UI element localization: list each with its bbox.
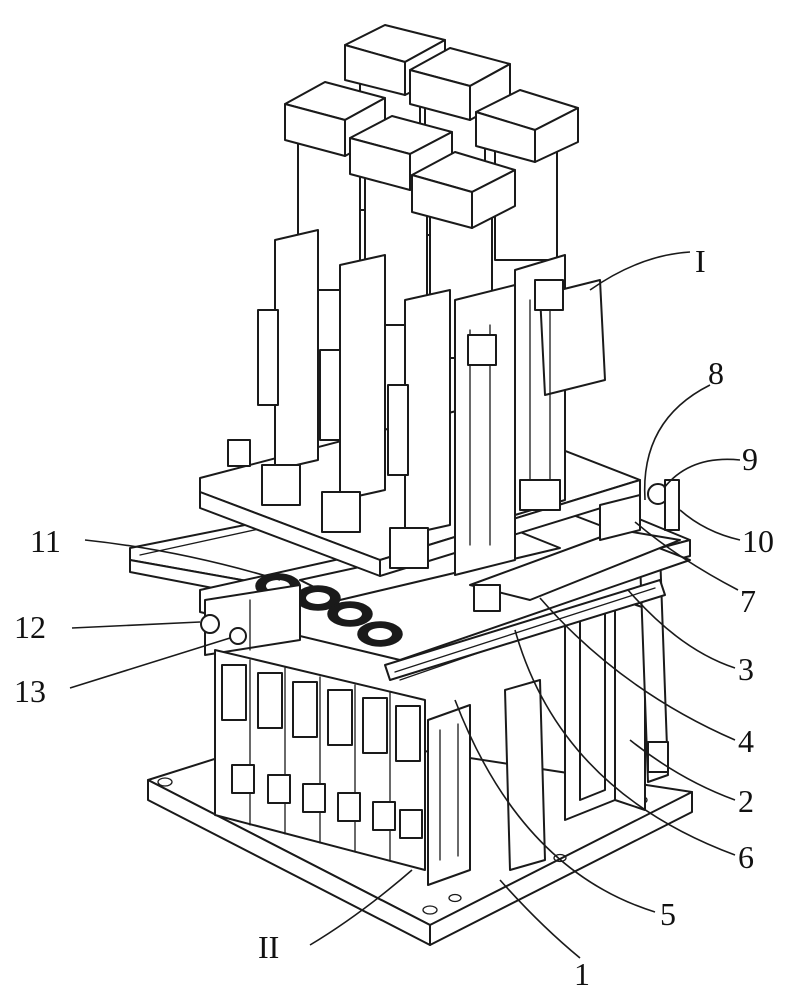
- cylinder-actuators: [284, 24, 579, 359]
- leader-lines: [69, 251, 741, 959]
- guide-rail-and-carriage: [469, 479, 681, 612]
- label-4: 4: [738, 723, 754, 759]
- label-I: I: [695, 243, 706, 279]
- label-7: 7: [740, 583, 756, 619]
- label-II: II: [258, 929, 279, 965]
- side-bracket: [200, 584, 301, 656]
- label-1: 1: [574, 956, 590, 992]
- label-11: 11: [30, 523, 61, 559]
- label-12: 12: [14, 609, 46, 645]
- label-2: 2: [738, 783, 754, 819]
- label-8: 8: [708, 355, 724, 391]
- label-9: 9: [742, 441, 758, 477]
- frame-uprights: [504, 551, 669, 871]
- reference-labels: I 8 9 10 7 3 4 2 6 5 1 II 11 12 13: [14, 243, 774, 992]
- label-13: 13: [14, 673, 46, 709]
- vertical-slide-assemblies: [257, 229, 606, 576]
- label-5: 5: [660, 896, 676, 932]
- lower-module-row: [214, 649, 471, 886]
- label-6: 6: [738, 839, 754, 875]
- label-3: 3: [738, 651, 754, 687]
- label-10: 10: [742, 523, 774, 559]
